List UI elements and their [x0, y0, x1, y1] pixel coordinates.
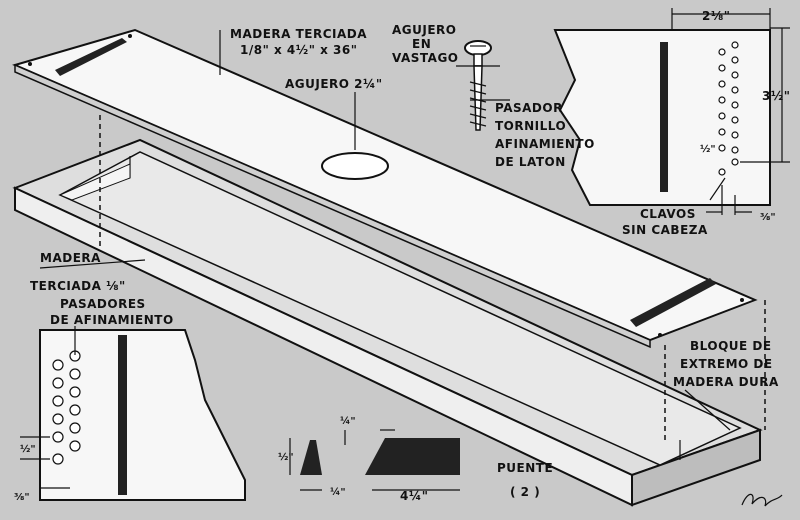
label-bridge-quarter-2: ¼" [330, 486, 346, 498]
bridge-top-right [630, 278, 716, 327]
label-half-dim-left: ½" [20, 444, 36, 455]
tuning-screw [456, 40, 510, 131]
bridge-detail [289, 429, 460, 491]
label-eighth-dim-left: ⅜" [14, 492, 30, 503]
label-plywood-side-1: MADERA [40, 251, 101, 265]
label-plywood-top-1: MADERA TERCIADA [230, 27, 367, 41]
detail-left-pins [20, 329, 246, 501]
label-hole-shaft-3: VASTAGO [392, 51, 459, 65]
label-pin-1: PASADOR [495, 101, 563, 115]
label-tuning-pins-1: PASADORES [60, 297, 146, 311]
label-half-dim-right: ½" [700, 144, 716, 155]
label-height-dim: 3½" [762, 89, 791, 103]
label-hole-shaft-2: EN [412, 37, 431, 51]
label-bridge-title: PUENTE [497, 461, 553, 475]
label-plywood-side-2: TERCIADA ⅛" [30, 279, 126, 293]
label-width-dim: 2⅛" [702, 9, 731, 23]
label-hole-shaft-1: AGUJERO [392, 23, 456, 37]
label-pin-2: TORNILLO [495, 119, 566, 133]
label-hole: AGUJERO 2¼" [285, 77, 383, 91]
label-figure-number: ( 2 ) [510, 485, 540, 499]
label-tuning-pins-2: DE AFINAMIENTO [50, 313, 174, 327]
label-bridge-length: 4¼" [400, 489, 429, 503]
label-pin-3: AFINAMIENTO [495, 137, 595, 151]
sound-hole [321, 152, 389, 180]
label-block-3: MADERA DURA [673, 375, 779, 389]
label-block-2: EXTREMO DE [680, 357, 773, 371]
label-bridge-half: ½" [278, 452, 294, 463]
bridge-top-left [55, 38, 127, 76]
label-nails-2: SIN CABEZA [622, 223, 708, 237]
label-eighth-dim-right: ⅜" [760, 212, 776, 223]
label-nails-1: CLAVOS [640, 207, 696, 221]
label-pin-4: DE LATON [495, 155, 566, 169]
detail-pin-panel [553, 8, 790, 215]
artist-signature [741, 493, 783, 507]
bottom-box [12, 138, 763, 507]
top-board [12, 28, 758, 349]
label-plywood-top-2: 1/8" x 4½" x 36" [240, 43, 358, 57]
label-block-1: BLOQUE DE [690, 339, 772, 353]
label-bridge-quarter: ¼" [340, 415, 356, 427]
